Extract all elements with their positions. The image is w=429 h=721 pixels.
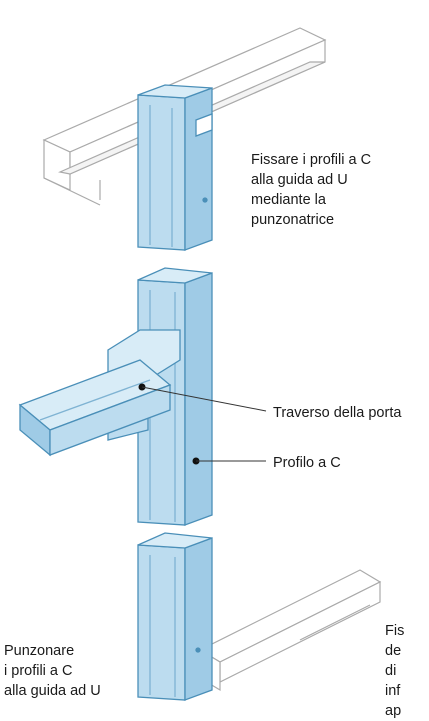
label-punch-profiles: Punzonare i profili a C alla guida ad U [4, 643, 101, 699]
label-fix-profiles-top: Fissare i profili a C alla guida ad U me… [251, 152, 372, 228]
label-fix-bottom-cropped: Fis de di inf ap [385, 623, 405, 719]
bottom-c-profile [137, 532, 213, 701]
top-c-profile [137, 84, 213, 251]
door-cross-member [18, 329, 181, 457]
label-c-profile: Profilo a C [273, 455, 341, 471]
label-door-cross-member: Traverso della porta [273, 405, 402, 421]
callout-traverso [138, 383, 267, 412]
bottom-u-track [198, 569, 382, 692]
callout-profilo [192, 457, 266, 465]
